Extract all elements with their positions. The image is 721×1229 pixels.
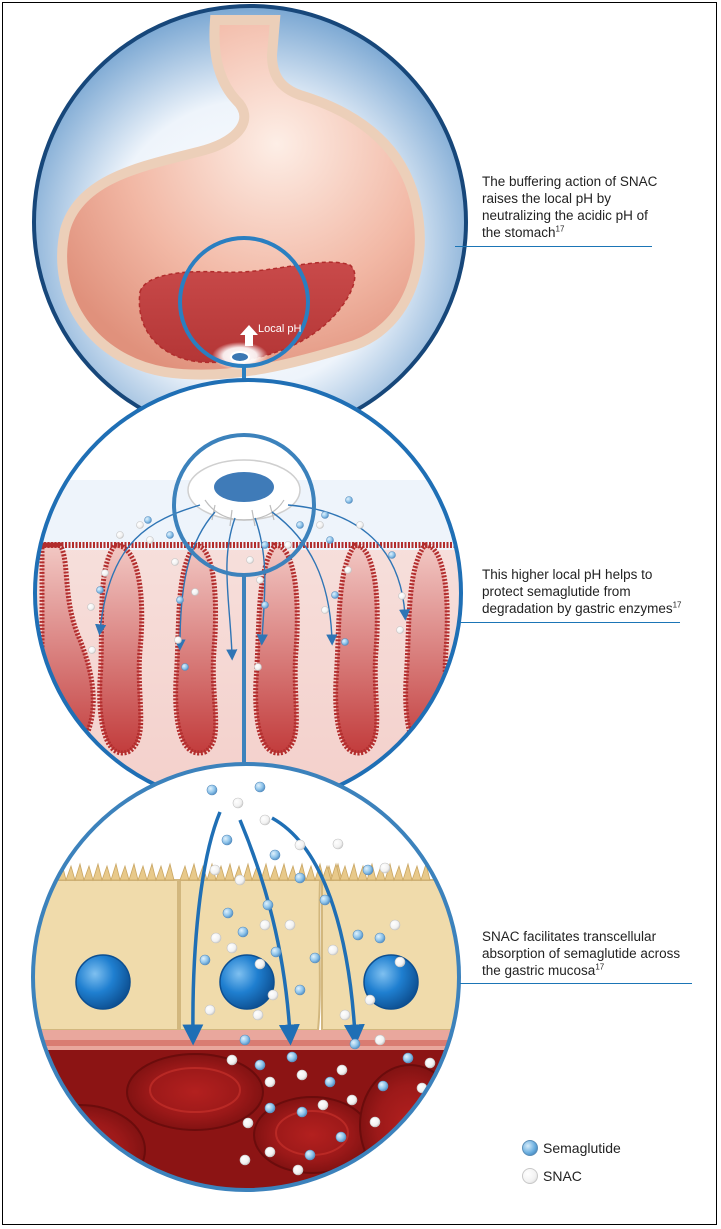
local-ph-label: Local pH [258, 323, 302, 335]
mucosa-particles [87, 496, 406, 671]
caption-absorption-rule [460, 983, 692, 984]
nucleus-3 [363, 954, 419, 1010]
absorption-panel [33, 764, 459, 1190]
nucleus-2 [219, 954, 275, 1010]
caption-mucosa: This higher local pH helps to protect se… [482, 567, 682, 616]
legend-semaglutide: Semaglutide [522, 1140, 621, 1156]
caption-mucosa-rule [460, 622, 680, 623]
absorption-particles [199, 781, 436, 1176]
semaglutide-dot-icon [522, 1140, 538, 1156]
absorption-panel-border [31, 762, 461, 1192]
caption-stomach: The buffering action of SNAC raises the … [482, 174, 658, 240]
local-ph-arrow-icon [240, 325, 258, 346]
mucosa-panel [35, 380, 461, 806]
stomach-panel [34, 6, 466, 438]
snac-dot-icon [522, 1168, 538, 1184]
nucleus-1 [75, 954, 131, 1010]
caption-stomach-rule [455, 246, 652, 247]
caption-absorption: SNAC facilitates transcellular absorptio… [482, 929, 681, 978]
legend-snac: SNAC [522, 1168, 582, 1184]
